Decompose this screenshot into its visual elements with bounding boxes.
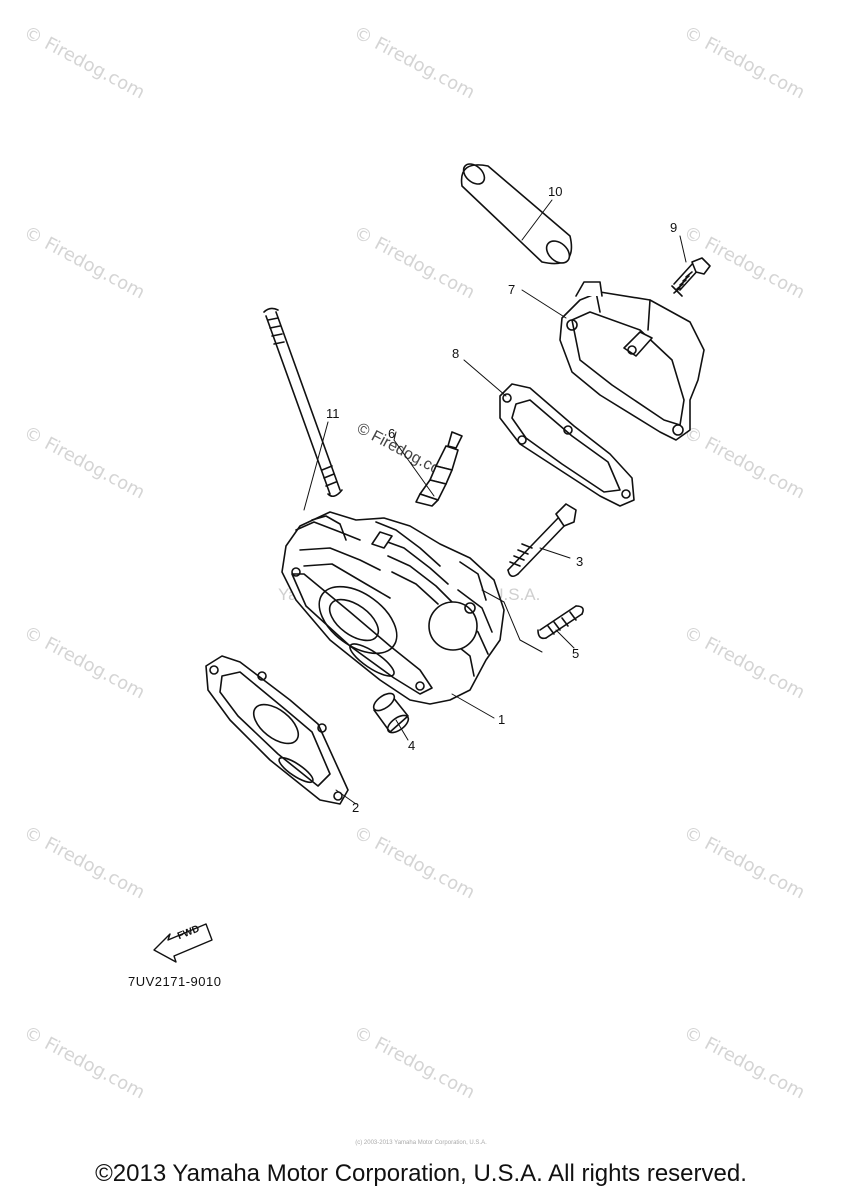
part-11-stud-bolt[interactable] — [263, 307, 343, 498]
part-6-spark-plug[interactable] — [415, 431, 463, 507]
part-8-gasket[interactable] — [499, 383, 635, 507]
part-1-cylinder-head[interactable] — [281, 511, 505, 705]
callout-3: 3 — [576, 554, 584, 569]
callout-8: 8 — [452, 346, 460, 361]
part-3-bolt[interactable] — [507, 503, 577, 578]
callout-11: 11 — [326, 406, 340, 421]
part-10-hose[interactable] — [460, 160, 574, 267]
part-7-cover[interactable] — [559, 281, 705, 441]
callout-10: 10 — [548, 184, 563, 199]
fwd-arrow-icon — [153, 923, 213, 963]
part-2-head-gasket[interactable] — [205, 655, 349, 805]
part-4-dowel-pin[interactable] — [371, 690, 411, 736]
callout-7: 7 — [508, 282, 516, 297]
callout-4: 4 — [408, 738, 416, 753]
copyright-footer: ©2013 Yamaha Motor Corporation, U.S.A. A… — [95, 1160, 747, 1187]
callout-6: 6 — [388, 426, 396, 441]
part-5-stud[interactable] — [537, 605, 584, 640]
callout-1: 1 — [498, 712, 506, 727]
callout-9: 9 — [670, 220, 678, 235]
callout-2: 2 — [352, 800, 360, 815]
small-print: (c) 2003-2013 Yamaha Motor Corporation, … — [355, 1140, 487, 1146]
callout-5: 5 — [572, 646, 580, 661]
part-9-bolt[interactable] — [671, 257, 711, 297]
leader-lines — [303, 199, 687, 805]
diagram-code: 7UV2171-9010 — [128, 974, 222, 989]
